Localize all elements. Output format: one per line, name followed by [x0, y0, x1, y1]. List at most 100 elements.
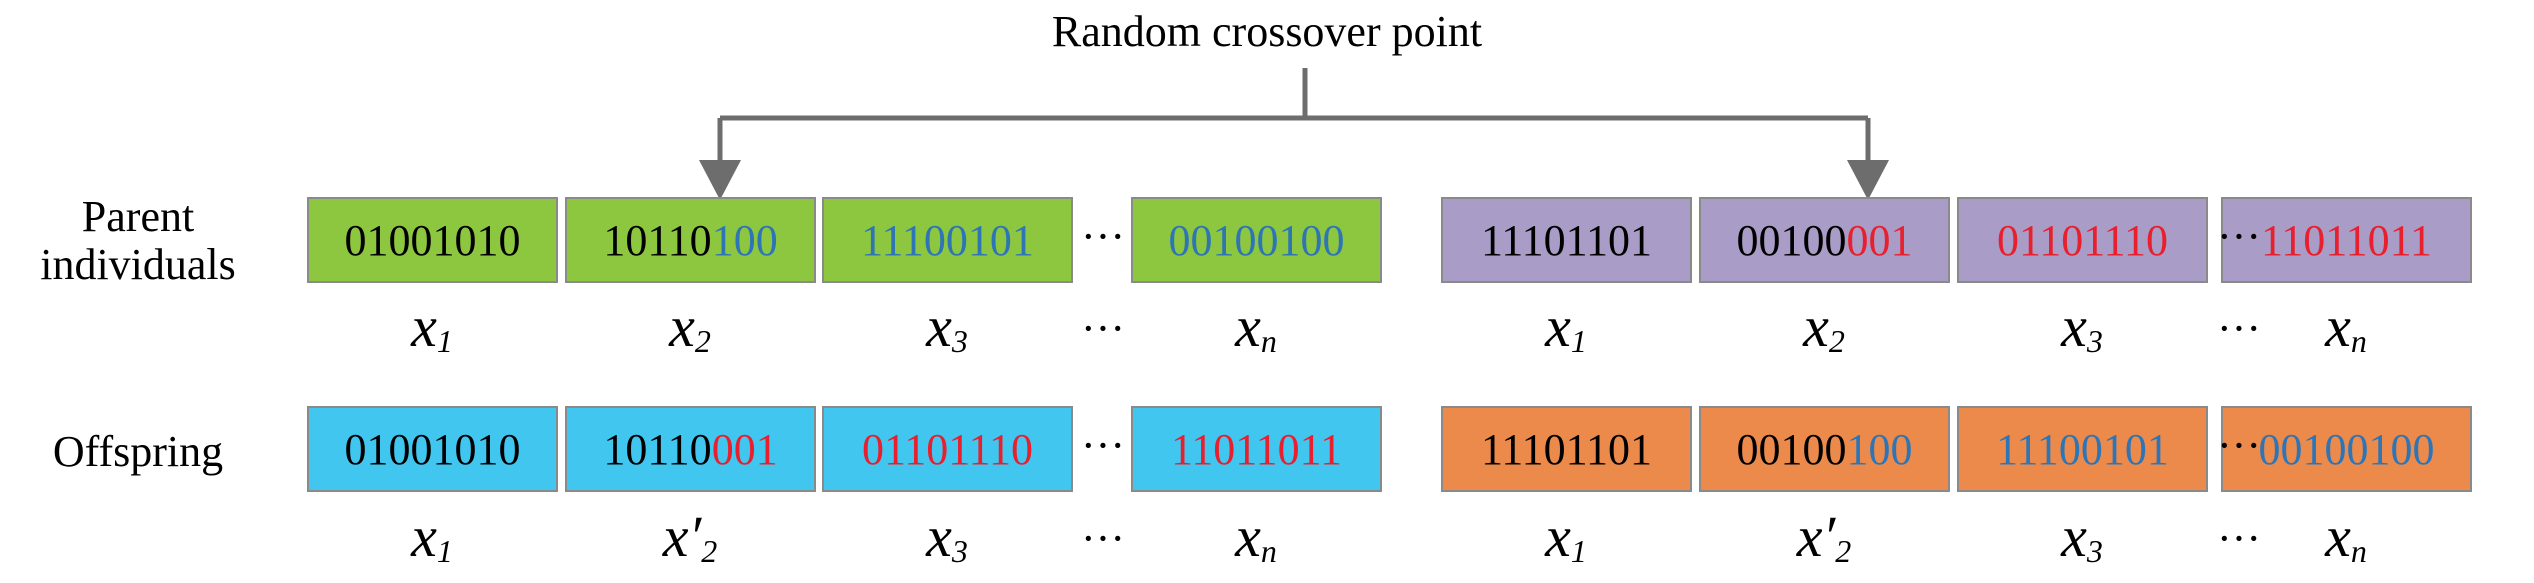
variable-symbol: x: [411, 504, 437, 569]
parent2-gene-4: 11011011: [2221, 197, 2472, 283]
variable-symbol: x′: [662, 504, 702, 569]
gene-bits-swapped: 11011011: [1170, 424, 1343, 474]
parent2-ellipsis: ···: [2217, 212, 2261, 261]
offspring1-ellipsis: ···: [1081, 421, 1125, 470]
gene-bits-kept: 10110: [603, 215, 712, 265]
parent2-variable-4: xn: [2221, 295, 2471, 373]
offspring1-variable-4: xn: [1131, 505, 1381, 583]
offspring1-variable-1: x1: [307, 505, 557, 583]
variable-subscript: n: [2350, 323, 2367, 359]
variable-subscript: n: [2350, 533, 2367, 569]
variable-subscript: 1: [436, 323, 453, 359]
variable-symbol: x: [926, 294, 952, 359]
parent1-variable-2: x2: [565, 295, 815, 373]
parent2-variable-2: x2: [1699, 295, 1949, 373]
variable-subscript: 2: [701, 533, 718, 569]
parent1-variable-1: x1: [307, 295, 557, 373]
variable-subscript: n: [1260, 533, 1277, 569]
gene-bits-swapped: 11100101: [861, 215, 1034, 265]
offspring1-gene-4: 11011011: [1131, 406, 1382, 492]
variable-symbol: x: [2061, 504, 2087, 569]
arrowhead-left: [699, 160, 741, 200]
variable-symbol: x: [1545, 294, 1571, 359]
variable-subscript: 3: [2086, 533, 2103, 569]
gene-bits-swapped: 001: [1846, 215, 1913, 265]
variable-subscript: 2: [1828, 323, 1845, 359]
gene-bits-swapped: 100: [711, 215, 778, 265]
gene-bits-swapped: 01101110: [1996, 215, 2169, 265]
variable-subscript: 1: [1570, 533, 1587, 569]
variable-subscript: 1: [1570, 323, 1587, 359]
variable-subscript: 2: [694, 323, 711, 359]
diagram-title: Random crossover point: [1051, 7, 1483, 56]
variable-subscript: 3: [951, 533, 968, 569]
offspring2-gene-4: 00100100: [2221, 406, 2472, 492]
parent2-variable-ellipsis: ···: [2217, 304, 2261, 353]
offspring-row-label: Offspring: [52, 427, 224, 476]
offspring1-variable-2: x′2: [565, 505, 815, 583]
parent1-ellipsis: ···: [1081, 212, 1125, 261]
parent2-gene-1: 11101101: [1441, 197, 1692, 283]
parent-label-line2: individuals: [40, 240, 236, 289]
variable-symbol: x: [1545, 504, 1571, 569]
variable-symbol: x: [2061, 294, 2087, 359]
offspring2-variable-ellipsis: ···: [2217, 514, 2261, 563]
offspring2-gene-1: 11101101: [1441, 406, 1692, 492]
variable-subscript: n: [1260, 323, 1277, 359]
variable-symbol: x: [2325, 294, 2351, 359]
variable-symbol: x: [1803, 294, 1829, 359]
arrowhead-right: [1847, 160, 1889, 200]
gene-bits-swapped: 11100101: [1996, 424, 2169, 474]
parent1-variable-3: x3: [822, 295, 1072, 373]
parent1-variable-ellipsis: ···: [1081, 304, 1125, 353]
parent-row-label: Parent individuals: [18, 193, 258, 289]
gene-bits-swapped: 00100100: [2258, 424, 2435, 474]
gene-bits-kept: 11101101: [1480, 424, 1653, 474]
gene-bits-kept: 01001010: [344, 215, 521, 265]
offspring2-gene-3: 11100101: [1957, 406, 2208, 492]
variable-symbol: x: [411, 294, 437, 359]
offspring1-variable-ellipsis: ···: [1081, 514, 1125, 563]
parent1-variable-4: xn: [1131, 295, 1381, 373]
gene-bits-kept: 00100: [1736, 215, 1847, 265]
gene-bits-kept: 00100: [1736, 424, 1847, 474]
offspring1-variable-3: x3: [822, 505, 1072, 583]
offspring2-variable-2: x′2: [1699, 505, 1949, 583]
variable-subscript: 2: [1835, 533, 1852, 569]
variable-subscript: 1: [436, 533, 453, 569]
parent1-gene-3: 11100101: [822, 197, 1073, 283]
gene-bits-swapped: 01101110: [861, 424, 1034, 474]
gene-bits-swapped: 001: [711, 424, 778, 474]
parent-label-line1: Parent: [81, 192, 195, 241]
gene-bits-kept: 01001010: [344, 424, 521, 474]
variable-symbol: x: [669, 294, 695, 359]
gene-bits-kept: 10110: [603, 424, 712, 474]
variable-symbol: x: [1235, 294, 1261, 359]
parent2-variable-3: x3: [1957, 295, 2207, 373]
variable-subscript: 3: [2086, 323, 2103, 359]
parent2-variable-1: x1: [1441, 295, 1691, 373]
offspring2-variable-3: x3: [1957, 505, 2207, 583]
variable-symbol: x: [1235, 504, 1261, 569]
variable-symbol: x′: [1796, 504, 1836, 569]
offspring1-gene-3: 01101110: [822, 406, 1073, 492]
offspring2-variable-1: x1: [1441, 505, 1691, 583]
parent2-gene-3: 01101110: [1957, 197, 2208, 283]
offspring1-gene-1: 01001010: [307, 406, 558, 492]
parent1-gene-1: 01001010: [307, 197, 558, 283]
parent1-gene-4: 00100100: [1131, 197, 1382, 283]
variable-symbol: x: [926, 504, 952, 569]
offspring2-variable-4: xn: [2221, 505, 2471, 583]
gene-bits-swapped: 11011011: [2260, 215, 2433, 265]
offspring2-ellipsis: ···: [2217, 421, 2261, 470]
gene-bits-swapped: 100: [1846, 424, 1913, 474]
variable-symbol: x: [2325, 504, 2351, 569]
variable-subscript: 3: [951, 323, 968, 359]
gene-bits-swapped: 00100100: [1168, 215, 1345, 265]
gene-bits-kept: 11101101: [1480, 215, 1653, 265]
